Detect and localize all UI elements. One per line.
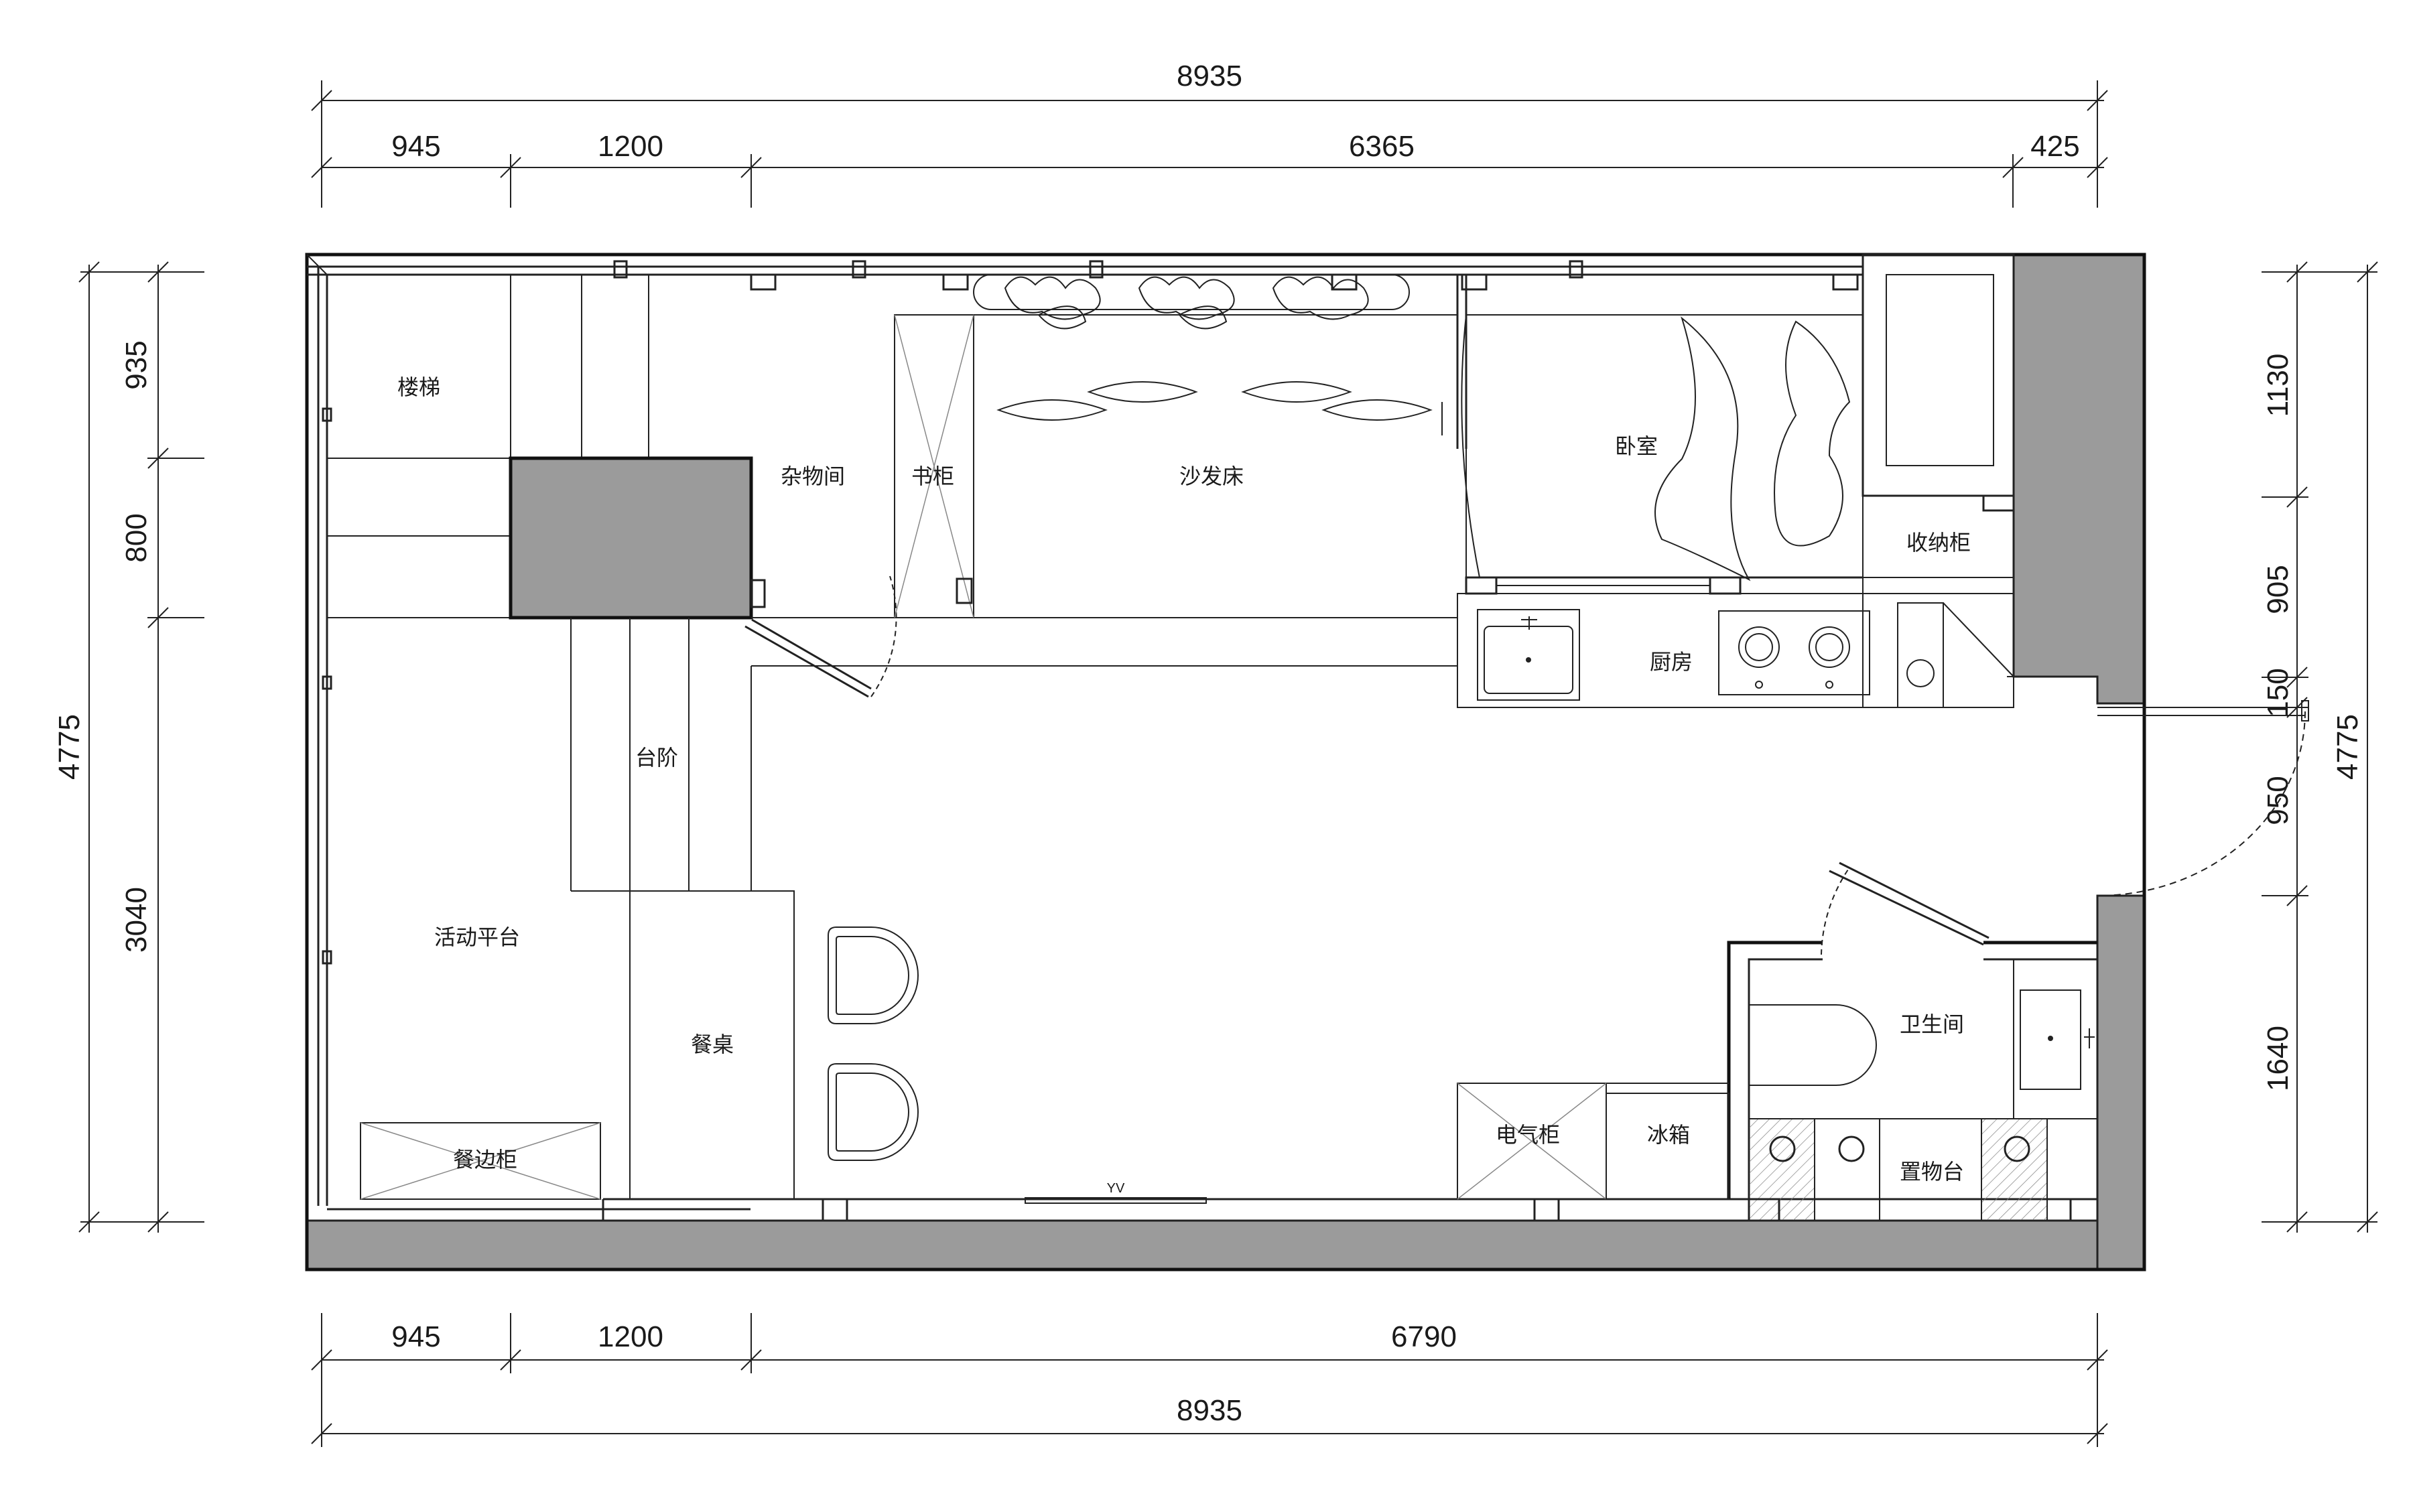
- outer-walls: [305, 253, 2146, 1272]
- dim-top-seg-1: 945: [391, 130, 440, 163]
- label-steps: 台阶: [635, 745, 678, 770]
- left-dimensions: 4775 935 800 3040: [53, 261, 204, 1233]
- dim-right-seg-1: 1130: [2262, 354, 2294, 417]
- bottom-dimensions: 945 1200 6790 8935: [311, 1313, 2108, 1447]
- storage-door: [744, 575, 897, 698]
- bed: [1465, 314, 1864, 578]
- dining-table: [629, 890, 795, 1200]
- storage-cabinet: 收纳柜: [1862, 253, 2015, 707]
- dim-top-total: 8935: [1177, 60, 1242, 92]
- label-sofa-bed: 沙发床: [1179, 464, 1244, 489]
- label-electrical-cabinet: 电气柜: [1496, 1122, 1560, 1148]
- label-bookcase: 书柜: [911, 464, 954, 489]
- dim-bottom-seg-3: 6790: [1391, 1320, 1457, 1353]
- label-storage-cabinet: 收纳柜: [1906, 530, 1971, 555]
- utility-cabinets: 电气柜 冰箱: [1457, 1083, 1729, 1200]
- toilet: [1749, 1004, 1877, 1086]
- dim-right-seg-2: 905: [2262, 565, 2294, 614]
- label-kitchen: 厨房: [1650, 649, 1693, 675]
- label-fridge: 冰箱: [1647, 1122, 1690, 1148]
- label-stairs: 楼梯: [397, 374, 440, 400]
- dim-left-seg-3: 3040: [120, 887, 153, 953]
- chair-lower: [828, 1063, 919, 1161]
- top-dimensions: 8935 945 1200 6365 425: [311, 60, 2108, 208]
- bottom-wall: [306, 1219, 2146, 1271]
- right-wall-lower: [2096, 894, 2146, 1271]
- steps-area: 台阶: [570, 617, 1457, 892]
- right-dimensions: 1130 905 150 950 1640 4775: [2262, 261, 2378, 1233]
- chair-upper: [828, 926, 919, 1024]
- label-marker: YV: [1107, 1181, 1125, 1196]
- right-wall-upper: [2012, 253, 2146, 705]
- sideboard: [360, 1122, 601, 1200]
- dim-right-seg-5: 1640: [2262, 1026, 2294, 1091]
- label-bathroom: 卫生间: [1900, 1012, 1964, 1037]
- stove: [1718, 610, 1870, 695]
- bookcase: 书柜: [894, 314, 974, 618]
- label-activity-platform: 活动平台: [434, 924, 520, 950]
- outer-boundary: [305, 253, 2146, 1272]
- dim-bottom-seg-2: 1200: [598, 1320, 663, 1353]
- dim-left-seg-2: 800: [120, 513, 153, 562]
- entry-door: [2007, 676, 2309, 896]
- wash-basin: [2020, 989, 2081, 1090]
- label-bedroom: 卧室: [1615, 433, 1658, 459]
- stairs-area: 楼梯 杂物间: [327, 275, 845, 620]
- dining-zone: 餐桌 活动平台 餐边柜 YV: [360, 890, 1560, 1222]
- storage-block: [509, 456, 753, 620]
- sink: [1477, 609, 1580, 701]
- dim-bottom-total: 8935: [1177, 1394, 1242, 1427]
- dim-top-seg-2: 1200: [598, 130, 663, 163]
- label-shelf: 置物台: [1900, 1159, 1964, 1184]
- dim-bottom-seg-1: 945: [391, 1320, 440, 1353]
- dim-left-seg-1: 935: [120, 340, 153, 389]
- kitchen-unit: [1897, 602, 1944, 708]
- dim-left-total: 4775: [53, 714, 86, 780]
- label-dining-table: 餐桌: [691, 1032, 734, 1057]
- label-storage-room: 杂物间: [781, 464, 845, 489]
- dim-right-total: 4775: [2331, 714, 2364, 780]
- sofa-bed: 沙发床: [973, 274, 1457, 618]
- dim-top-seg-4: 425: [2030, 130, 2079, 163]
- dim-top-seg-3: 6365: [1349, 130, 1415, 163]
- bathroom: 卫生间 置物台: [1727, 862, 2099, 1222]
- label-sideboard: 餐边柜: [453, 1147, 517, 1172]
- dim-right-seg-3: 150: [2262, 668, 2294, 717]
- kitchen: 厨房: [1457, 593, 2014, 708]
- bedroom: 卧室: [1456, 275, 1864, 595]
